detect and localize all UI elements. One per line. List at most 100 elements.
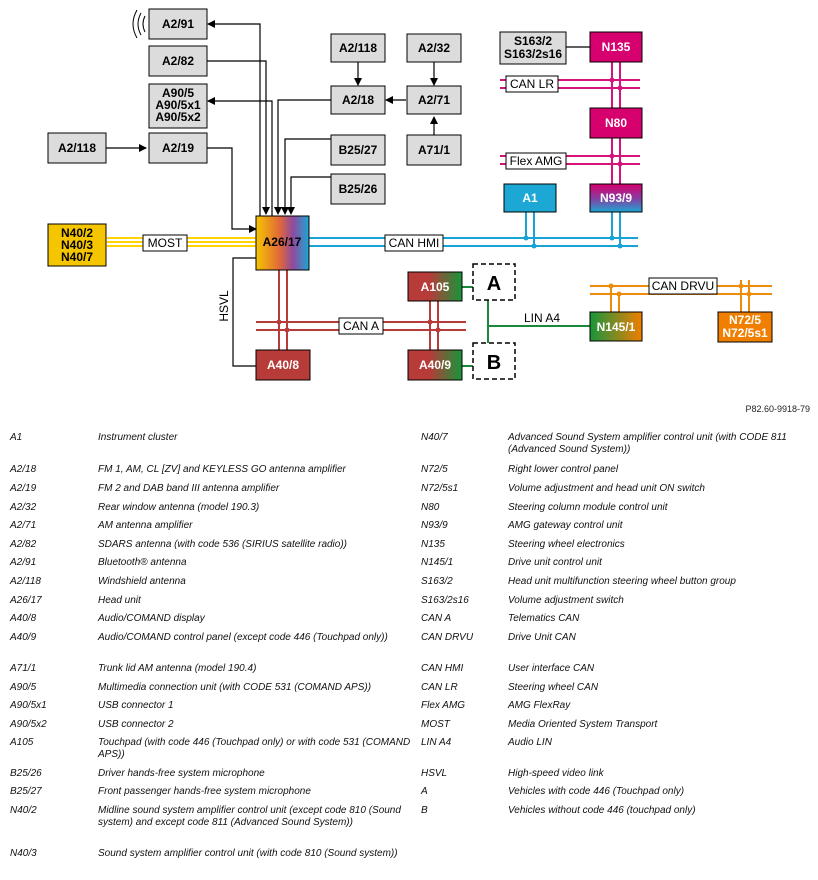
svg-text:CAN A: CAN A bbox=[343, 319, 379, 333]
legend-code: A2/19 bbox=[10, 483, 37, 494]
legend-code: A2/18 bbox=[10, 464, 37, 475]
box-a26-17-head-unit: A26/17 bbox=[255, 215, 310, 271]
legend-description: Audio/COMAND control panel (except code … bbox=[98, 632, 388, 643]
box-a2-71: A2/71 bbox=[406, 85, 462, 115]
legend-code: N72/5s1 bbox=[421, 483, 459, 494]
svg-text:Flex AMG: Flex AMG bbox=[510, 154, 563, 168]
svg-text:CAN LR: CAN LR bbox=[510, 77, 554, 91]
legend-code: A26/17 bbox=[10, 595, 42, 606]
label-can-lr: CAN LR bbox=[505, 75, 559, 93]
legend-code: N93/9 bbox=[421, 520, 448, 531]
legend-code: N145/1 bbox=[421, 557, 454, 568]
legend-code: S163/2s16 bbox=[421, 595, 469, 606]
svg-text:N40/3: N40/3 bbox=[61, 238, 93, 252]
legend-description: Driver hands-free system microphone bbox=[98, 768, 265, 779]
label-can-a: CAN A bbox=[338, 317, 384, 335]
legend-code: Flex AMG bbox=[421, 700, 466, 711]
svg-text:CAN HMI: CAN HMI bbox=[389, 236, 440, 250]
box-a2-82: A2/82 bbox=[148, 45, 208, 77]
svg-text:N72/5: N72/5 bbox=[729, 313, 761, 327]
svg-text:N72/5s1: N72/5s1 bbox=[722, 326, 768, 340]
legend-code: A2/32 bbox=[10, 502, 37, 513]
box-n40: N40/2 N40/3 N40/7 bbox=[47, 223, 107, 267]
svg-text:A2/91: A2/91 bbox=[162, 17, 194, 31]
legend-code: B bbox=[421, 805, 428, 816]
legend-code: CAN LR bbox=[421, 682, 458, 693]
svg-text:A2/19: A2/19 bbox=[162, 141, 194, 155]
svg-text:A105: A105 bbox=[421, 280, 450, 294]
svg-text:N80: N80 bbox=[605, 116, 627, 130]
legend-description: Drive Unit CAN bbox=[508, 632, 576, 643]
legend-code: B25/26 bbox=[10, 768, 42, 779]
legend-code: N72/5 bbox=[421, 464, 448, 475]
label-hsvl: HSVL bbox=[217, 290, 231, 322]
legend-code: N40/3 bbox=[10, 848, 37, 859]
box-a40-9: A40/9 bbox=[407, 349, 463, 381]
legend-code: N40/7 bbox=[421, 432, 448, 443]
box-a2-18: A2/18 bbox=[330, 85, 386, 115]
box-a2-19: A2/19 bbox=[148, 132, 208, 164]
legend-description: User interface CAN bbox=[508, 663, 595, 674]
wireless-icon bbox=[132, 9, 146, 39]
variant-b-box: B bbox=[472, 342, 516, 380]
legend-description: Drive unit control unit bbox=[508, 557, 602, 568]
label-lin-a4: LIN A4 bbox=[524, 311, 560, 325]
legend-description: High-speed video link bbox=[508, 768, 604, 779]
svg-text:A2/118: A2/118 bbox=[339, 41, 377, 55]
legend-description: Audio/COMAND display bbox=[98, 613, 205, 624]
svg-text:A26/17: A26/17 bbox=[263, 235, 302, 249]
legend-description: Midline sound system amplifier control u… bbox=[98, 805, 401, 828]
svg-text:N93/9: N93/9 bbox=[600, 191, 632, 205]
legend-code: LIN A4 bbox=[421, 737, 452, 748]
legend-code: A bbox=[421, 786, 428, 797]
box-s163: S163/2 S163/2s16 bbox=[499, 31, 567, 65]
box-n135: N135 bbox=[589, 31, 643, 63]
box-a90-5: A90/5 A90/5x1 A90/5x2 bbox=[148, 83, 208, 129]
svg-text:A2/18: A2/18 bbox=[342, 93, 374, 107]
label-can-hmi: CAN HMI bbox=[384, 234, 444, 252]
svg-text:A90/5: A90/5 bbox=[162, 86, 194, 100]
svg-text:N145/1: N145/1 bbox=[597, 320, 636, 334]
box-n93-9: N93/9 bbox=[589, 183, 643, 213]
legend-code: A2/91 bbox=[10, 557, 37, 568]
legend-code: MOST bbox=[421, 719, 450, 730]
svg-text:A2/71: A2/71 bbox=[418, 93, 450, 107]
can-hmi-bus bbox=[309, 212, 638, 247]
legend-description: Steering wheel CAN bbox=[508, 682, 599, 693]
svg-text:A: A bbox=[487, 273, 501, 295]
legend-description: SDARS antenna (with code 536 (SIRIUS sat… bbox=[98, 539, 348, 550]
legend-code: A90/5 bbox=[10, 682, 37, 693]
legend-description: Advanced Sound System amplifier control … bbox=[508, 432, 787, 455]
legend-code: A40/8 bbox=[10, 613, 37, 624]
box-a40-8: A40/8 bbox=[255, 349, 311, 381]
legend-description: Touchpad (with code 446 (Touchpad only) … bbox=[98, 737, 411, 760]
box-n72: N72/5 N72/5s1 bbox=[717, 311, 773, 343]
svg-text:A2/32: A2/32 bbox=[418, 41, 450, 55]
legend-code: A2/82 bbox=[10, 539, 37, 550]
legend-description: Head unit multifunction steering wheel b… bbox=[508, 576, 736, 587]
reference-number: P82.60-9918-79 bbox=[745, 404, 810, 414]
label-flex-amg: Flex AMG bbox=[505, 152, 567, 170]
legend-code: CAN DRVU bbox=[421, 632, 474, 643]
box-a1: A1 bbox=[503, 183, 557, 213]
svg-text:B25/27: B25/27 bbox=[339, 143, 378, 157]
signal-arrows bbox=[106, 20, 438, 233]
box-a71-1: A71/1 bbox=[406, 134, 462, 166]
svg-text:MOST: MOST bbox=[148, 236, 183, 250]
box-a105: A105 bbox=[407, 271, 463, 302]
legend-description: Media Oriented System Transport bbox=[508, 719, 658, 730]
legend-code: A1 bbox=[10, 432, 23, 443]
legend-code: A71/1 bbox=[10, 663, 37, 674]
legend-description: Sound system amplifier control unit (wit… bbox=[98, 848, 398, 859]
svg-text:A71/1: A71/1 bbox=[418, 143, 450, 157]
wiring-diagram: A2/91 A2/82 A90/5 A90/5x1 A90/5x2 A2/118… bbox=[47, 8, 773, 381]
legend-description: AMG gateway control unit bbox=[508, 520, 623, 531]
legend-description: USB connector 2 bbox=[98, 719, 174, 730]
box-n145-1: N145/1 bbox=[589, 311, 643, 342]
box-b25-26: B25/26 bbox=[330, 173, 386, 205]
legend-description: Head unit bbox=[98, 595, 141, 606]
legend-code: S163/2 bbox=[421, 576, 453, 587]
label-can-drvu: CAN DRVU bbox=[648, 277, 718, 295]
legend-code: A90/5x1 bbox=[10, 700, 47, 711]
legend-description: USB connector 1 bbox=[98, 700, 174, 711]
